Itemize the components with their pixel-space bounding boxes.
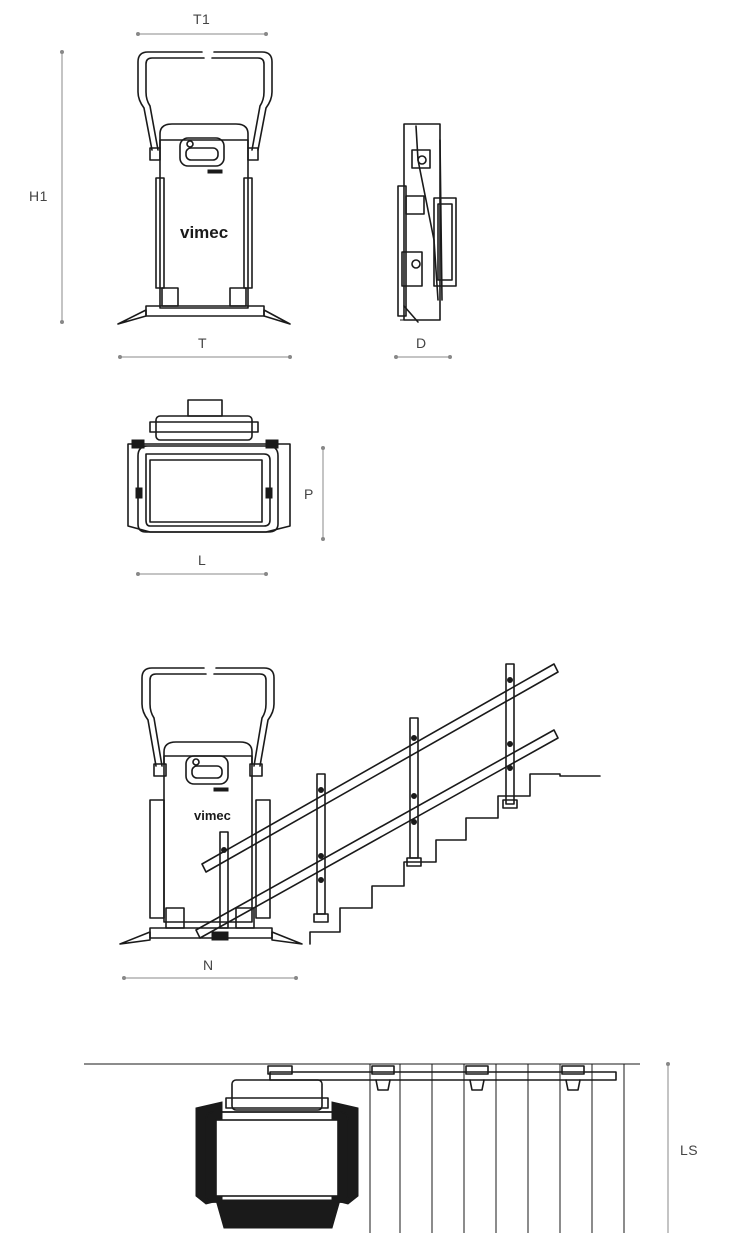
label-ls: LS [680, 1142, 698, 1158]
label-p: P [304, 486, 314, 502]
installed-view: vimec [119, 663, 601, 945]
dimension-l: L [136, 552, 268, 576]
front-view: vimec [117, 51, 291, 325]
top-view [127, 399, 291, 533]
dimension-t: T [118, 335, 292, 359]
rails [195, 663, 559, 939]
dimension-n: N [122, 957, 298, 980]
staircase [309, 773, 601, 945]
top-rail-view [84, 1063, 640, 1233]
dimension-h1: H1 [29, 50, 64, 324]
label-t1: T1 [193, 11, 210, 27]
label-n: N [203, 957, 214, 973]
dimension-ls: LS [666, 1062, 698, 1233]
side-view [397, 123, 457, 323]
dimension-p: P [304, 446, 325, 541]
label-t: T [198, 335, 207, 351]
label-h1: H1 [29, 188, 48, 204]
brand-logo-installed: vimec [194, 808, 231, 823]
brand-logo: vimec [180, 223, 228, 242]
label-d: D [416, 335, 427, 351]
stair-treads [369, 1064, 625, 1233]
label-l: L [198, 552, 206, 568]
dimension-d: D [394, 335, 452, 359]
chair-top [195, 1079, 359, 1229]
dimension-t1: T1 [136, 11, 268, 36]
rail-posts [219, 663, 518, 929]
rail-clamps [267, 1065, 585, 1091]
